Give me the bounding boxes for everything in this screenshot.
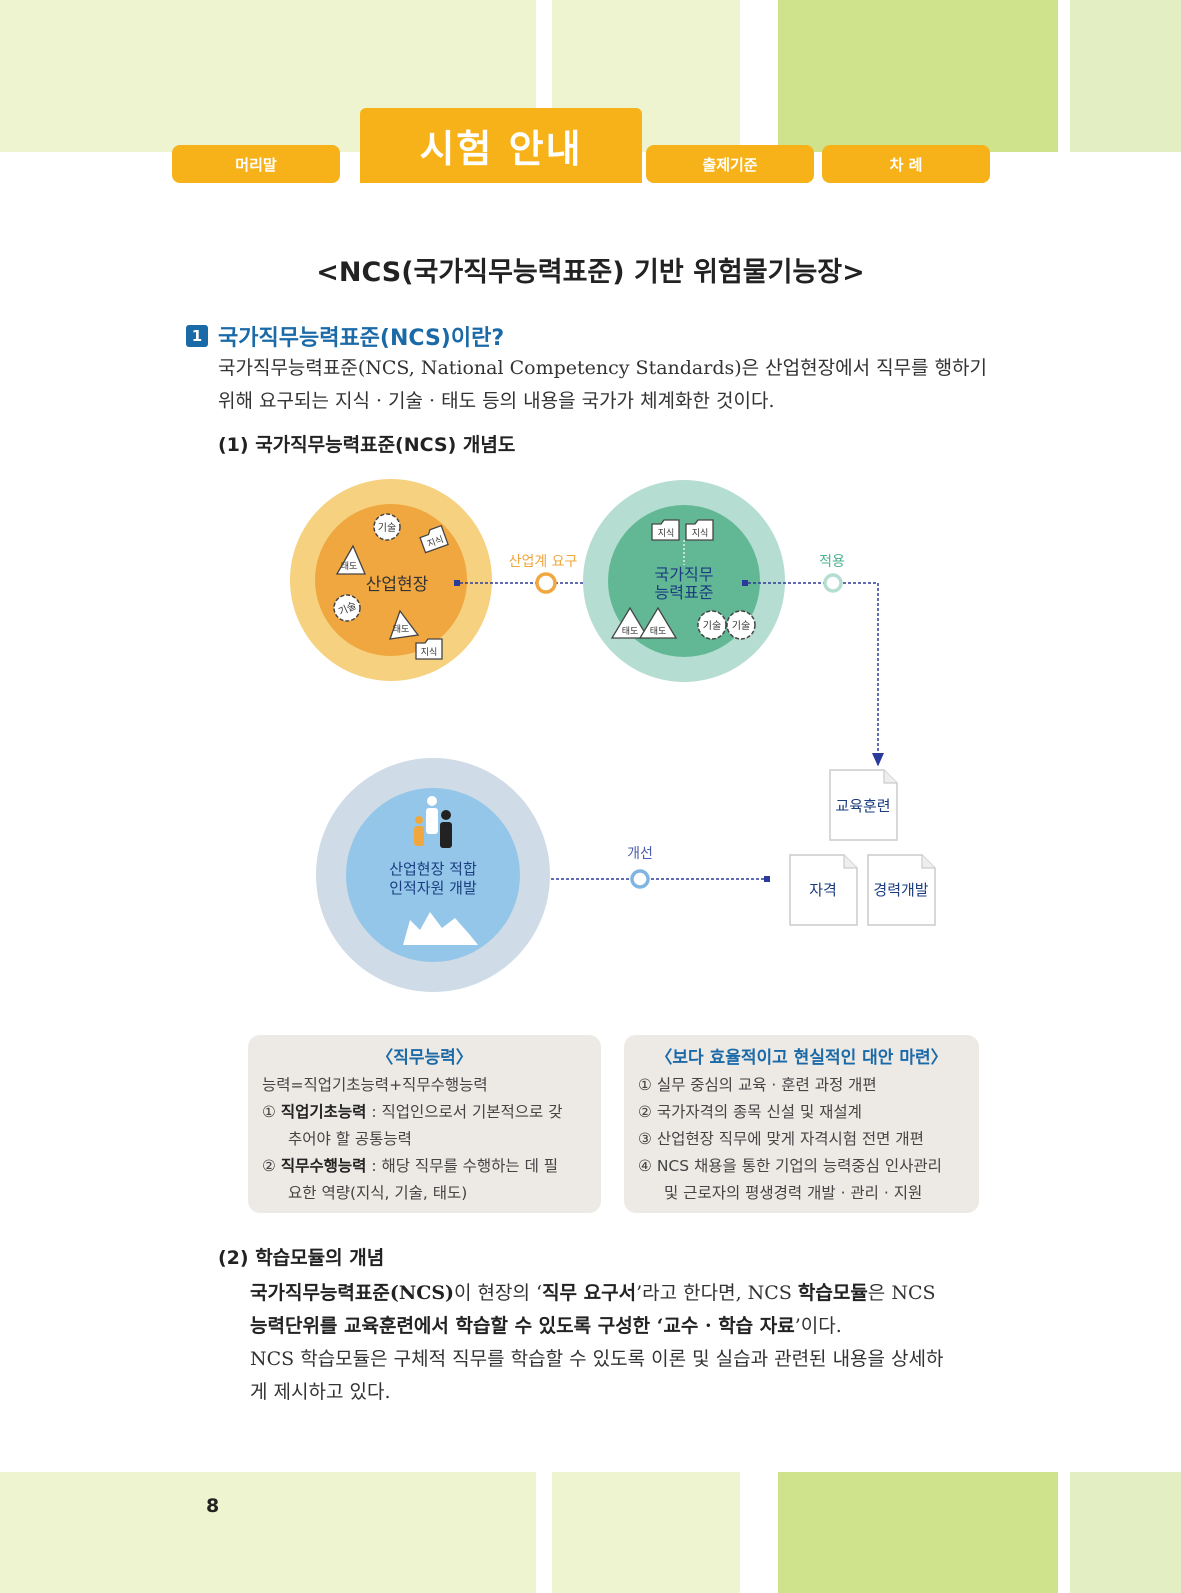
top-color-bands: [0, 0, 1181, 152]
triangle-icon: 태도: [389, 609, 420, 640]
career-development-label: 경력개발: [873, 881, 928, 899]
alternative-item-4: ④ NCS 채용을 통한 기업의 능력중심 인사관리: [638, 1157, 942, 1175]
section-number-badge: 1: [186, 325, 208, 347]
section-heading: 1 국가직무능력표준(NCS)이란?: [186, 320, 504, 352]
folder-icon: 지식: [415, 638, 443, 660]
education-training-document: 교육훈련: [829, 769, 898, 841]
alternative-plan-box: 〈보다 효율적이고 현실적인 대안 마련〉 ① 실무 중심의 교육 · 훈련 과…: [624, 1035, 979, 1213]
section-intro-paragraph: 국가직무능력표준(NCS, National Competency Standa…: [218, 352, 998, 418]
subsection-heading-module: (2) 학습모듈의 개념: [218, 1247, 385, 1269]
job-competency-box: 〈직무능력〉 능력=직업기초능력+직무수행능력 ① 직업기초능력 : 직업인으로…: [248, 1035, 601, 1213]
module-line-1: 국가직무능력표준(NCS)이 현장의 ‘직무 요구서’라고 한다면, NCS 학…: [250, 1282, 936, 1304]
tab-contents[interactable]: 차 례: [822, 145, 990, 183]
apply-arrow: 적용: [742, 554, 884, 767]
hr-development-circle: 산업현장 적합 인적자원 개발: [316, 758, 550, 992]
triangle-icon: 태도: [638, 606, 678, 639]
ncs-circle: 국가직무 능력표준: [583, 480, 785, 682]
qualification-label: 자격: [809, 881, 837, 899]
folder-icon: 지식: [651, 519, 680, 541]
gear-icon: 기술: [726, 610, 756, 640]
triangle-tag-label: 태도: [341, 561, 358, 572]
qualification-document: 자격: [789, 854, 858, 926]
job-competency-title: 〈직무능력〉: [376, 1048, 473, 1068]
education-training-label: 교육훈련: [835, 797, 890, 815]
bottom-color-bands: [0, 1472, 1181, 1593]
gear-icon: 기술: [697, 610, 727, 640]
basic-competency-cont: 추어야 할 공통능력: [288, 1130, 412, 1148]
ncs-concept-diagram: 산업현장 기술 지식 태도 기술 태도 지식 산업계 요구 국가직무 능력표준: [290, 479, 936, 992]
hr-label-line-1: 산업현장 적합: [389, 860, 477, 878]
factory-icon: [403, 912, 478, 945]
tab-exam-guide[interactable]: 시험 안내: [360, 108, 642, 183]
tab-preface-label: 머리말: [235, 155, 277, 174]
ncs-label-line-1: 국가직무: [655, 565, 714, 584]
gear-tag-label: 기술: [378, 522, 396, 534]
apply-label: 적용: [819, 554, 845, 570]
folder-icon: 지식: [685, 519, 714, 541]
learning-module-paragraph: 국가직무능력표준(NCS)이 현장의 ‘직무 요구서’라고 한다면, NCS 학…: [250, 1277, 995, 1409]
gear-icon: 기술: [373, 513, 401, 541]
triangle-icon: 태도: [335, 544, 366, 575]
gear-tag-label: 기술: [703, 620, 721, 632]
career-development-document: 경력개발: [867, 854, 936, 926]
folder-tag-label: 지식: [426, 534, 445, 550]
triangle-tag-label: 태도: [393, 624, 410, 635]
section-title: 국가직무능력표준(NCS)이란?: [218, 326, 505, 351]
triangle-tag-label: 태도: [650, 626, 667, 637]
alternative-item-4-cont: 및 근로자의 평생경력 개발 · 관리 · 지원: [664, 1184, 923, 1202]
job-performance-cont: 요한 역량(지식, 기술, 태도): [288, 1184, 468, 1202]
industry-site-circle: 산업현장: [290, 479, 492, 681]
ncs-label-line-2: 능력표준: [655, 583, 714, 602]
industry-demand-arrow: 산업계 요구: [454, 554, 614, 594]
intro-line-2: 위해 요구되는 지식 · 기술 · 태도 등의 내용을 국가가 체계화한 것이다…: [218, 390, 775, 412]
job-performance-item: ② 직무수행능력 : 해당 직무를 수행하는 데 필: [262, 1157, 559, 1175]
module-line-3: NCS 학습모듈은 구체적 직무를 학습할 수 있도록 이론 및 실습과 관련된…: [250, 1348, 944, 1370]
alternative-item-1: ① 실무 중심의 교육 · 훈련 과정 개편: [638, 1076, 877, 1094]
basic-competency-item: ① 직업기초능력 : 직업인으로서 기본적으로 갖: [262, 1103, 563, 1121]
gear-icon: 기술: [333, 594, 361, 622]
tab-contents-label: 차 례: [889, 155, 923, 174]
people-icon: [414, 796, 452, 848]
folder-tag-label: 지식: [421, 647, 438, 658]
page-number: 8: [206, 1495, 220, 1517]
module-line-2: 능력단위를 교육훈련에서 학습할 수 있도록 구성한 ‘교수 · 학습 자료’이…: [250, 1315, 842, 1337]
alternative-item-2: ② 국가자격의 종목 신설 및 재설계: [638, 1103, 862, 1121]
triangle-tag-label: 태도: [622, 626, 639, 637]
folder-icon: 지식: [419, 524, 449, 554]
triangle-icon: 태도: [610, 606, 650, 639]
folder-tag-label: 지식: [658, 528, 675, 539]
intro-line-1: 국가직무능력표준(NCS, National Competency Standa…: [218, 357, 988, 379]
industry-demand-label: 산업계 요구: [509, 554, 578, 570]
tab-exam-guide-label: 시험 안내: [419, 127, 583, 171]
subsection-heading-concept: (1) 국가직무능력표준(NCS) 개념도: [218, 434, 516, 456]
industry-site-label: 산업현장: [366, 575, 429, 595]
tab-preface[interactable]: 머리말: [172, 145, 340, 183]
hr-label-line-2: 인적자원 개발: [389, 879, 477, 897]
alternative-plan-title: 〈보다 효율적이고 현실적인 대안 마련〉: [655, 1048, 948, 1068]
alternative-item-3: ③ 산업현장 직무에 맞게 자격시험 전면 개편: [638, 1130, 924, 1148]
competency-formula: 능력=직업기초능력+직무수행능력: [262, 1076, 488, 1094]
gear-tag-label: 기술: [732, 620, 750, 632]
tab-criteria-label: 출제기준: [702, 155, 758, 174]
page-title: <NCS(국가직무능력표준) 기반 위험물기능장>: [316, 257, 865, 288]
improve-label: 개선: [627, 846, 653, 862]
folder-tag-label: 지식: [692, 528, 709, 539]
tab-criteria[interactable]: 출제기준: [646, 145, 814, 183]
module-line-4: 게 제시하고 있다.: [250, 1381, 391, 1403]
